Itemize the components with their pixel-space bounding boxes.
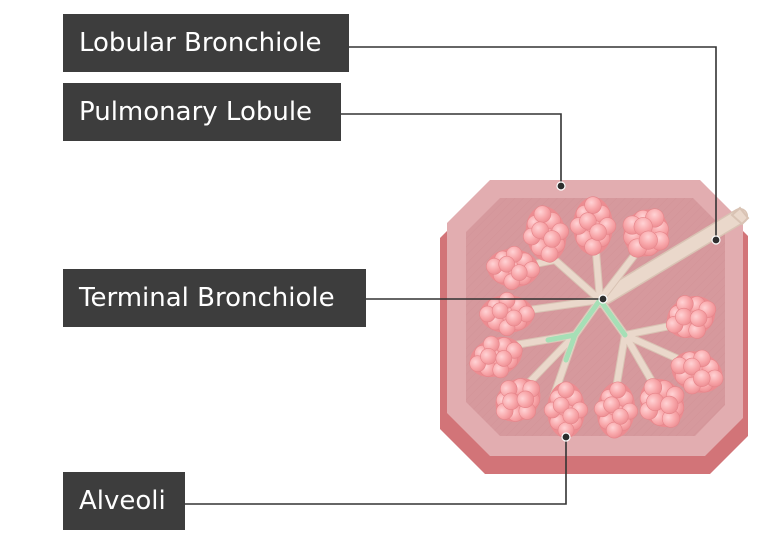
alveolar-sac bbox=[594, 381, 638, 439]
alveolar-sac bbox=[622, 208, 670, 258]
alveolus bbox=[589, 223, 607, 241]
label-terminal-bronchiole: Terminal Bronchiole bbox=[63, 269, 366, 327]
alveolar-sac bbox=[495, 378, 541, 422]
alveolus bbox=[638, 230, 658, 250]
alveolus bbox=[543, 230, 561, 248]
alveolus bbox=[498, 255, 515, 273]
alveolar-sac bbox=[469, 335, 523, 379]
label-lobular-bronchiole: Lobular Bronchiole bbox=[63, 14, 349, 72]
alveolus bbox=[557, 381, 575, 399]
alveolar-sacs bbox=[469, 196, 724, 439]
leader-line-lobular-bronchiole bbox=[349, 46, 717, 240]
label-alveoli: Alveoli bbox=[63, 472, 185, 530]
label-pulmonary-lobule: Pulmonary Lobule bbox=[63, 83, 341, 141]
alveolus bbox=[533, 205, 552, 223]
alveolus bbox=[562, 407, 580, 425]
dot-pulmonary-lobule bbox=[556, 181, 566, 191]
alveolar-sac bbox=[569, 196, 617, 256]
alveolus bbox=[683, 357, 701, 376]
alveolus bbox=[612, 408, 629, 425]
alveolar-sac bbox=[670, 349, 724, 395]
leader-line-alveoli bbox=[185, 437, 567, 505]
alveolus bbox=[516, 390, 535, 409]
alveolus bbox=[609, 381, 627, 399]
alveolar-sac bbox=[479, 291, 535, 337]
alveolus bbox=[660, 395, 679, 415]
leader-lines bbox=[185, 46, 717, 505]
dot-terminal-bronchiole bbox=[598, 294, 608, 304]
alveolus bbox=[675, 307, 693, 326]
alveolar-sac bbox=[639, 378, 685, 428]
leader-dots bbox=[556, 181, 721, 442]
alveolus bbox=[510, 264, 528, 281]
terminal-bronchiole-segments bbox=[545, 297, 628, 363]
alveolus bbox=[689, 309, 708, 327]
alveolar-sac bbox=[523, 205, 569, 263]
alveolar-sac bbox=[543, 381, 589, 439]
leader-line-pulmonary-lobule bbox=[341, 113, 562, 186]
alveolus bbox=[531, 221, 549, 239]
alveolus bbox=[693, 369, 711, 387]
dot-alveoli bbox=[561, 432, 571, 442]
alveolus bbox=[579, 212, 597, 230]
alveolus bbox=[603, 396, 620, 414]
alveolus bbox=[646, 392, 665, 412]
alveolar-sac bbox=[486, 246, 540, 290]
alveolus bbox=[552, 396, 570, 414]
alveolus bbox=[584, 196, 602, 214]
alveolus bbox=[495, 350, 513, 367]
alveolus bbox=[584, 238, 602, 256]
alveolar-sac bbox=[665, 295, 717, 339]
alveolus bbox=[480, 348, 497, 365]
dot-lobular-bronchiole bbox=[711, 235, 721, 245]
alveolus bbox=[491, 302, 509, 320]
alveolus bbox=[505, 309, 523, 327]
